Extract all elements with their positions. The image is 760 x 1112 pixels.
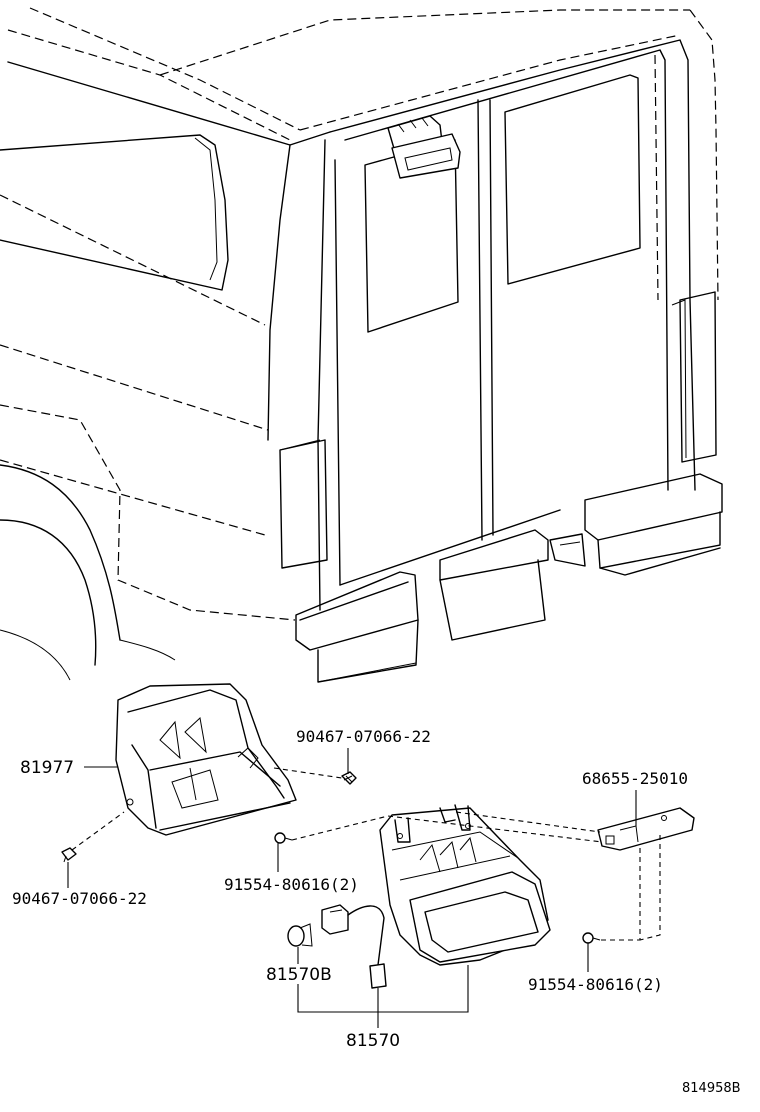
bulb-socket-drawing — [287, 904, 387, 989]
part-label-68655: 68655-25010 — [582, 769, 688, 788]
lamp-cover-drawing — [115, 683, 297, 836]
part-label-91554-right: 91554-80616(2) — [528, 975, 663, 994]
assembly-dashed-lines — [71, 767, 661, 941]
lamp-assembly-drawing — [379, 804, 551, 966]
van-body-illustration — [0, 7, 723, 683]
leader-lines — [67, 748, 637, 1028]
bracket-drawing — [597, 807, 695, 851]
part-label-81977: 81977 — [20, 758, 74, 778]
part-label-81570B: 81570B — [266, 965, 332, 985]
part-label-90467-left: 90467-07066-22 — [12, 889, 147, 908]
part-label-81570: 81570 — [346, 1031, 400, 1051]
screw-top-icon — [341, 771, 357, 785]
part-label-91554-left: 91554-80616(2) — [224, 875, 359, 894]
nut-right-icon — [582, 932, 601, 944]
nut-left-icon — [274, 832, 293, 844]
diagram-reference-code: 814958B — [682, 1081, 741, 1096]
part-label-90467-top: 90467-07066-22 — [296, 727, 431, 746]
screw-left-icon — [61, 847, 77, 863]
